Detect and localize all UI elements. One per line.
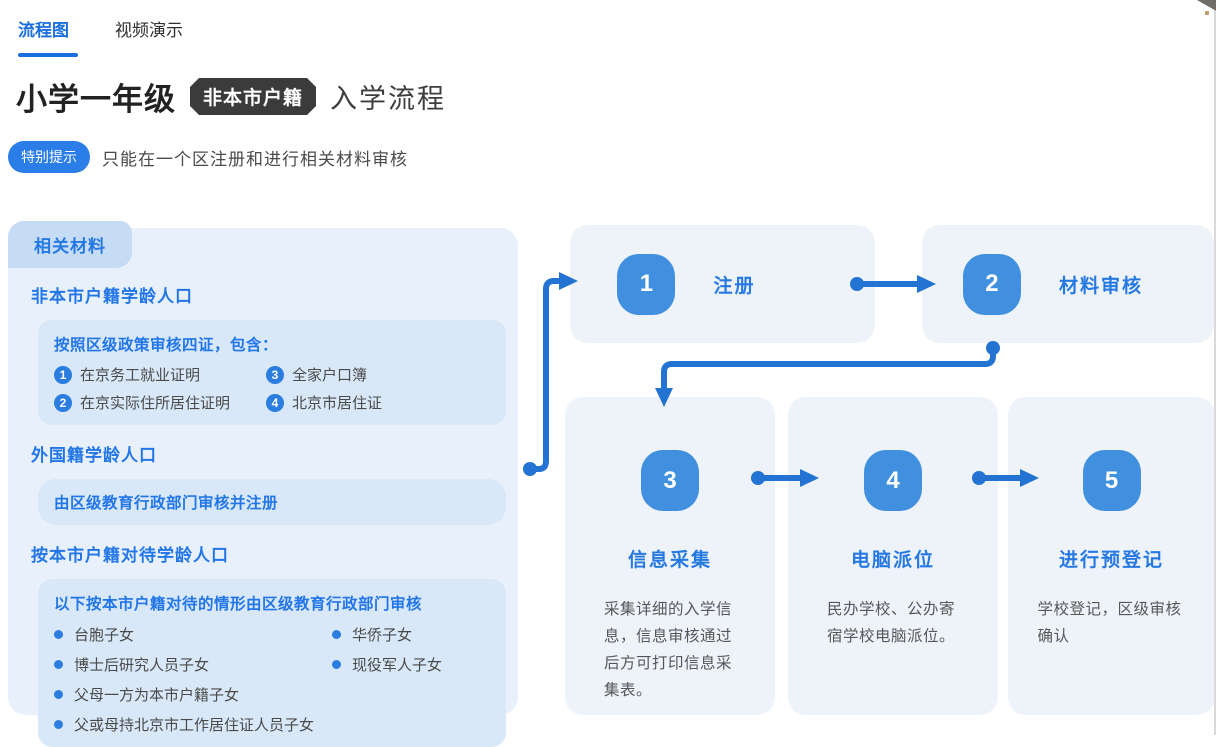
certificate-item: 3 全家户口簿 [266, 364, 382, 385]
list-item-label: 父或母持北京市工作居住证人员子女 [74, 717, 315, 734]
bullet-icon [332, 660, 341, 669]
page-title-suffix: 入学流程 [330, 84, 447, 114]
tab-video-demo[interactable]: 视频演示 [115, 16, 183, 41]
section-heading-treated-as-local: 按本市户籍对待学龄人口 [31, 546, 229, 565]
treated-as-local-title: 以下按本市户籍对待的情形由区级教育行政部门审核 [54, 596, 423, 613]
step-1-number-badge: 1 [617, 253, 676, 315]
step-2-number-badge: 2 [962, 253, 1021, 315]
bullet-icon [54, 720, 63, 729]
list-item-label: 父母一方为本市户籍子女 [74, 687, 240, 704]
foreign-review-text: 由区级教育行政部门审核并注册 [54, 495, 279, 512]
tab-video-label: 视频演示 [115, 21, 183, 40]
section-heading-foreign: 外国籍学龄人口 [31, 446, 157, 465]
list-item-label: 华侨子女 [352, 627, 413, 644]
number-1-icon: 1 [54, 365, 72, 384]
section-heading-non-local: 非本市户籍学龄人口 [31, 287, 193, 306]
step-4-number-badge: 4 [864, 450, 922, 511]
certificate-item: 1 在京务工就业证明 [54, 364, 266, 385]
treated-as-local-box: 以下按本市户籍对待的情形由区级教育行政部门审核 台胞子女 博士后研究人员子女 父… [38, 579, 506, 747]
special-tip-row: 特别提示 只能在一个区注册和进行相关材料审核 [8, 141, 1216, 173]
certificate-item-label: 全家户口簿 [292, 367, 368, 384]
certificate-item-label: 在京务工就业证明 [80, 367, 201, 384]
page-title-row: 小学一年级 非本市户籍 入学流程 [16, 74, 1216, 119]
number-3-icon: 3 [266, 365, 284, 384]
list-item: 台胞子女 [54, 624, 332, 645]
treated-as-local-list: 台胞子女 博士后研究人员子女 父母一方为本市户籍子女 父或母持北京市工作居住证人… [54, 624, 490, 735]
special-tip-pill: 特别提示 [8, 141, 90, 173]
tab-bar: 流程图 视频演示 [0, 0, 1216, 57]
list-item: 博士后研究人员子女 [54, 654, 332, 675]
materials-panel-body: 非本市户籍学龄人口 按照区级政策审核四证，包含： 1 在京务工就业证明 2 在京… [8, 228, 518, 747]
flow-step-1-card: 1 注册 [570, 225, 875, 343]
step-3-label: 信息采集 [627, 550, 712, 571]
step-2-label: 材料审核 [1058, 275, 1143, 297]
certificate-item: 4 北京市居住证 [266, 392, 382, 413]
foreign-review-box: 由区级教育行政部门审核并注册 [38, 479, 506, 525]
materials-panel-tag: 相关材料 [8, 221, 132, 268]
page-title: 小学一年级 [16, 82, 176, 117]
bullet-icon [54, 690, 63, 699]
flow-step-3-card: 3 信息采集 采集详细的入学信息，信息审核通过后方可打印信息采集表。 [565, 397, 775, 715]
list-item-label: 台胞子女 [74, 627, 135, 644]
list-item-label: 现役军人子女 [352, 657, 443, 674]
list-item: 现役军人子女 [332, 654, 442, 675]
step-3-number-badge: 3 [641, 450, 699, 511]
four-certificates-list: 1 在京务工就业证明 2 在京实际住所居住证明 3 全家户口簿 4 [54, 364, 490, 413]
materials-panel: 相关材料 非本市户籍学龄人口 按照区级政策审核四证，包含： 1 在京务工就业证明… [8, 221, 518, 747]
bullet-icon [332, 630, 341, 639]
bullet-icon [54, 630, 63, 639]
list-item: 父母一方为本市户籍子女 [54, 684, 332, 705]
step-1-label: 注册 [713, 275, 756, 297]
flow-step-4-card: 4 电脑派位 民办学校、公办寄宿学校电脑派位。 [788, 397, 998, 715]
special-tip-text: 只能在一个区注册和进行相关材料审核 [102, 149, 408, 169]
certificate-item: 2 在京实际住所居住证明 [54, 392, 266, 413]
bullet-icon [54, 660, 63, 669]
list-item: 华侨子女 [332, 624, 442, 645]
step-3-description: 采集详细的入学信息，信息审核通过后方可打印信息采集表。 [604, 601, 733, 699]
step-5-description: 学校登记，区级审核确认 [1037, 601, 1182, 645]
tab-flowchart-label: 流程图 [18, 21, 69, 40]
flow-step-5-card: 5 进行预登记 学校登记，区级审核确认 [1008, 397, 1215, 715]
number-4-icon: 4 [266, 393, 284, 412]
tab-flowchart[interactable]: 流程图 [18, 16, 78, 57]
corner-widget-dot [1205, 11, 1209, 15]
window-right-border [1214, 0, 1216, 735]
certificate-item-label: 北京市居住证 [292, 395, 383, 412]
flow-step-2-card: 2 材料审核 [922, 225, 1214, 343]
number-2-icon: 2 [54, 393, 72, 412]
list-item-label: 博士后研究人员子女 [74, 657, 210, 674]
four-certificates-box: 按照区级政策审核四证，包含： 1 在京务工就业证明 2 在京实际住所居住证明 3 [38, 320, 506, 425]
certificate-item-label: 在京实际住所居住证明 [80, 395, 231, 412]
step-4-label: 电脑派位 [850, 550, 935, 571]
residency-badge: 非本市户籍 [190, 78, 316, 115]
active-tab-indicator [18, 53, 78, 57]
step-5-number-badge: 5 [1082, 450, 1141, 511]
step-4-description: 民办学校、公办寄宿学校电脑派位。 [827, 601, 956, 645]
step-5-label: 进行预登记 [1058, 550, 1164, 571]
list-item: 父或母持北京市工作居住证人员子女 [54, 714, 332, 735]
four-certificates-title: 按照区级政策审核四证，包含： [54, 337, 279, 354]
